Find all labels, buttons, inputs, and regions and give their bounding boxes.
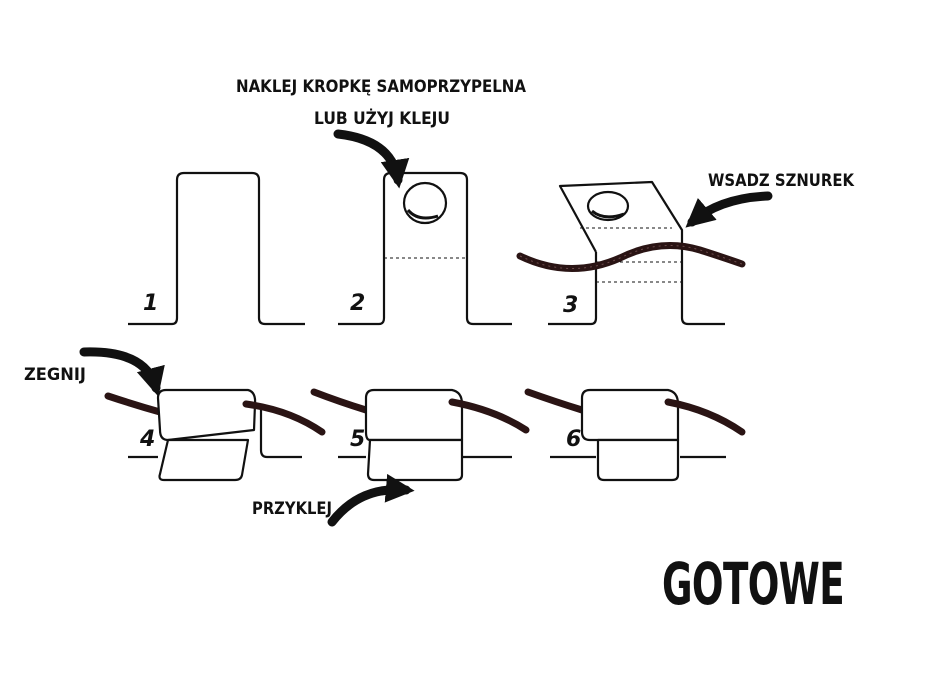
done-label: GOTOWE [662,550,844,618]
step-1-tag [128,171,305,326]
step-5-tag [310,388,530,482]
step-2-tag [338,171,512,326]
step-6-number: 6 [566,427,581,452]
arrow-to-sticker-icon [333,129,410,189]
step-3-tag [516,180,746,326]
adhesive-dot-icon [402,181,448,225]
step-4-tag [104,388,326,482]
arrow-to-string-icon [685,191,773,228]
adhesive-dot-icon [586,190,630,222]
string-rope [448,398,530,434]
arrow-fold-icon [79,347,165,397]
insert-string-label: WSADZ SZNUREK [708,171,855,191]
step-2-number: 2 [350,291,365,316]
string-rope [664,398,746,436]
arrow-glue-icon [327,473,415,527]
string-rope [310,388,370,414]
string-rope [242,400,326,436]
step-1-number: 1 [143,291,158,316]
step-4-number: 4 [139,427,155,452]
sticker-label-line2: LUB UŻYJ KLEJU [314,107,450,129]
string-rope [104,392,164,416]
step-3-number: 3 [563,293,578,318]
string-rope [524,388,586,414]
step-6-tag [524,388,746,482]
step-5-number: 5 [350,427,365,452]
fold-label: ZEGNIJ [24,365,86,385]
sticker-label-line1: NAKLEJ KROPKĘ SAMOPRZYPELNA [236,77,527,97]
glue-label: PRZYKLEJ [252,499,332,519]
